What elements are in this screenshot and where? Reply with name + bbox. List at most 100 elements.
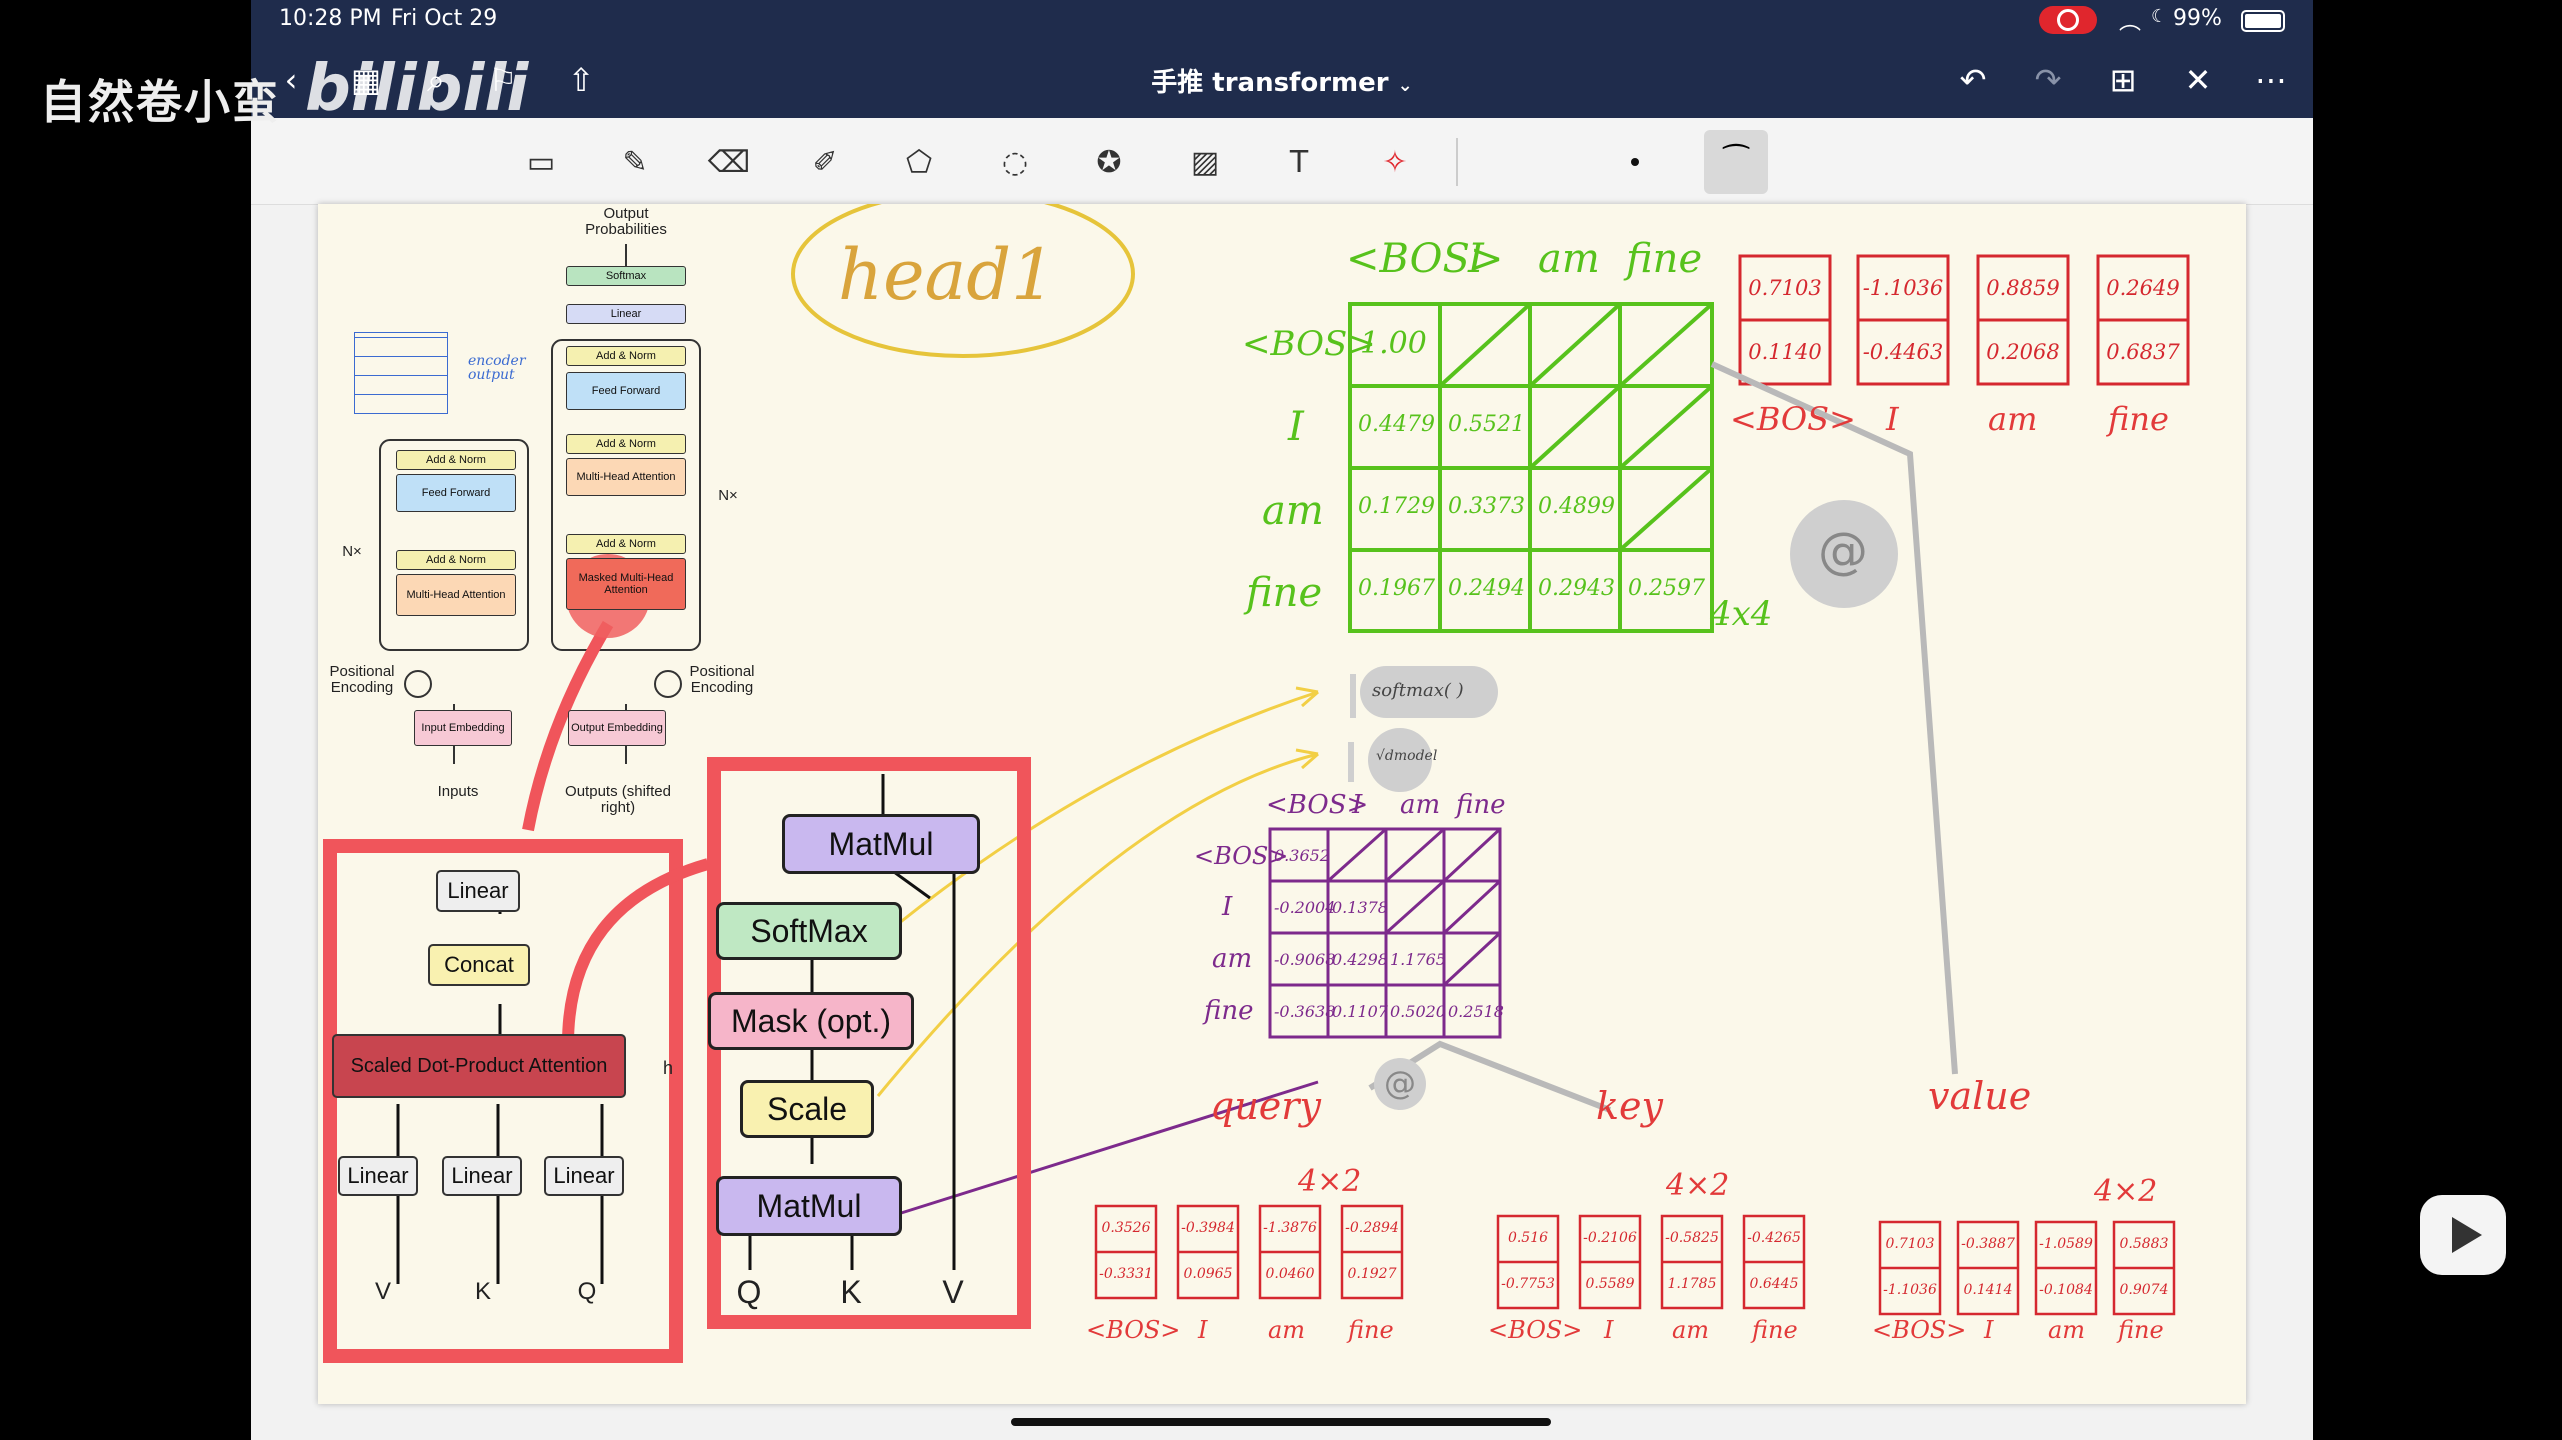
v-vec-value: -1.1036: [1883, 1282, 1937, 1298]
more-icon[interactable]: ⋯: [2255, 61, 2287, 99]
pen-icon[interactable]: ✎: [622, 144, 648, 180]
softmax-block: Softmax: [566, 266, 686, 286]
bubble-bar: [1348, 742, 1354, 782]
score-cell: -0.2004: [1274, 898, 1336, 917]
attention-matrix-grid: [1348, 302, 1714, 633]
at-small: @: [1384, 1064, 1416, 1102]
score-row-am: am: [1212, 944, 1253, 974]
decoder-pos-enc-label: Positional Encoding: [689, 663, 755, 696]
attn-row-fine: fine: [1246, 570, 1323, 616]
v-vec-value: -0.3887: [1961, 1236, 2015, 1252]
encoder-note: encoder output: [468, 353, 526, 383]
q-vec-label: I: [1198, 1316, 1208, 1344]
at-bubble-large: [1790, 500, 1898, 608]
screen-recording-icon[interactable]: [2039, 6, 2097, 34]
thumbnails-grid-icon[interactable]: ▦: [350, 61, 382, 99]
highlighter-icon[interactable]: ✐: [812, 144, 838, 180]
k-vec-value: -0.5825: [1665, 1230, 1719, 1246]
close-icon[interactable]: ✕: [2184, 61, 2212, 99]
undo-icon[interactable]: ↶: [1959, 61, 1987, 99]
v-col-value: 0.2068: [1986, 340, 2060, 364]
attn-shape-label: 4x4: [1710, 594, 1773, 634]
k-vec-value: -0.7753: [1501, 1276, 1555, 1292]
home-indicator[interactable]: [1011, 1418, 1551, 1426]
back-chevron-icon[interactable]: ‹: [284, 61, 298, 99]
page-layout-icon[interactable]: ▭: [526, 144, 556, 180]
score-col-bos: <BOS>: [1266, 790, 1369, 820]
mh-concat: Concat: [428, 944, 530, 986]
add-page-icon[interactable]: ⊞: [2109, 61, 2137, 99]
output-embedding-block: Output Embedding: [568, 710, 666, 746]
uploader-watermark: 自然卷小蛮: [40, 75, 280, 129]
mh-linear-q: Linear: [544, 1156, 624, 1196]
stroke-width-dot[interactable]: [1631, 158, 1639, 166]
encoder-output-sketch: [354, 332, 448, 414]
red-hand-arrows: [522, 620, 710, 1045]
bilibili-logo: bilibili: [305, 52, 529, 126]
at-bubble-small: [1374, 1058, 1426, 1110]
encoder-feed-forward: Feed Forward: [396, 474, 516, 512]
ipad-screen: 10:28 PM Fri Oct 29 ︵ ☾ 99% ‹ ▦ ⌕ ⚐ ⇧ 手推…: [251, 0, 2313, 1440]
v-col-value: -1.1036: [1862, 276, 1944, 300]
mh-v-label: V: [374, 1278, 391, 1305]
k-vec-label: fine: [1752, 1316, 1798, 1344]
v-vec-label: am: [2048, 1316, 2086, 1344]
note-canvas[interactable]: head1 encoder output Output Probabilitie…: [318, 204, 2246, 1404]
v-vec-value: 0.5883: [2119, 1236, 2169, 1252]
encoder-pos-enc-label: Positional Encoding: [329, 663, 395, 696]
share-icon[interactable]: ⇧: [567, 61, 595, 99]
document-title-button[interactable]: 手推 transformer ⌄: [251, 62, 2313, 99]
query-label: query: [1210, 1084, 1321, 1128]
status-bar: 10:28 PM Fri Oct 29 ︵ ☾ 99%: [251, 0, 2313, 40]
v-col-value: 0.6837: [2106, 340, 2180, 364]
input-embedding-block: Input Embedding: [414, 710, 512, 746]
decoder-feed-forward: Feed Forward: [566, 372, 686, 410]
play-icon: [2452, 1217, 2482, 1253]
image-icon[interactable]: ▨: [1190, 144, 1220, 180]
laser-pointer-icon[interactable]: ✧: [1382, 144, 1408, 180]
score-cell: 0.1107: [1332, 1002, 1388, 1021]
moon-icon: ☾: [2151, 6, 2168, 27]
linear-block: Linear: [566, 304, 686, 324]
v-col-value: 0.7103: [1748, 276, 1822, 300]
attn-row-am: am: [1262, 488, 1324, 534]
attn-cell: 1.00: [1360, 326, 1427, 361]
q-vec-label: fine: [1348, 1316, 1394, 1344]
mh-linear-k: Linear: [442, 1156, 522, 1196]
status-date: Fri Oct 29: [391, 6, 498, 31]
bookmark-icon[interactable]: ⚐: [488, 61, 518, 99]
search-icon[interactable]: ⌕: [427, 60, 445, 99]
eraser-icon[interactable]: ⌫: [707, 144, 751, 180]
q-vec-value: 0.1927: [1347, 1266, 1397, 1282]
v-col-label: <BOS>: [1730, 400, 1856, 438]
attn-row-i: I: [1288, 404, 1304, 450]
score-cell: 0.1378: [1332, 898, 1388, 917]
q-vec-value: -0.2894: [1345, 1220, 1399, 1236]
sdpa-v-label: V: [942, 1274, 964, 1310]
score-cell: 0.4298: [1332, 950, 1388, 969]
score-matrix-grid: [1268, 827, 1502, 1039]
score-cell: 0.2518: [1448, 1002, 1504, 1021]
sqrt-note: √dmodel: [1376, 748, 1438, 764]
bubble-bar: [1350, 674, 1356, 718]
chevron-down-icon: ⌄: [1397, 75, 1413, 96]
video-play-button[interactable]: [2420, 1195, 2506, 1275]
q-vec-label: am: [1268, 1316, 1306, 1344]
key-shape: 4×2: [1666, 1168, 1730, 1203]
document-title: 手推 transformer: [1151, 68, 1389, 98]
k-vec-value: -0.4265: [1747, 1230, 1801, 1246]
redo-icon[interactable]: ↷: [2034, 61, 2062, 99]
attn-cell: 0.1729: [1358, 494, 1435, 519]
stroke-curve-option[interactable]: ⁀: [1704, 130, 1768, 194]
attn-col-am: am: [1538, 236, 1600, 282]
shapes-icon[interactable]: ⬠: [905, 144, 933, 180]
sticker-icon[interactable]: ✪: [1096, 144, 1122, 180]
drawing-toolbar: ▭ ✎ ⌫ ✐ ⬠ ◌ ✪ ▨ T ✧ ⁀: [251, 118, 2313, 205]
score-row-bos: <BOS>: [1194, 842, 1289, 870]
q-vec-value: 0.0965: [1183, 1266, 1233, 1282]
mh-linear-v: Linear: [338, 1156, 418, 1196]
attn-cell: 0.3373: [1448, 494, 1525, 519]
k-vec-value: -0.2106: [1583, 1230, 1637, 1246]
lasso-icon[interactable]: ◌: [1001, 144, 1029, 180]
text-icon[interactable]: T: [1289, 144, 1309, 180]
